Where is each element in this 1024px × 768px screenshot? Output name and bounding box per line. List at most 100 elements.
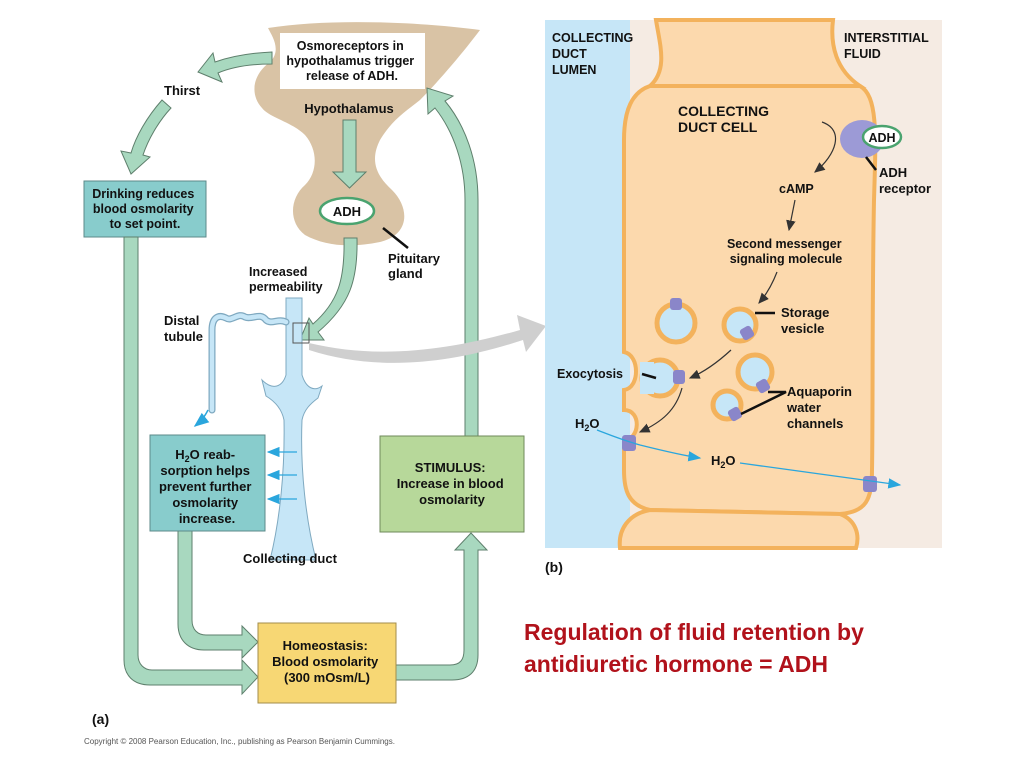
interstitial-label-2: FLUID [844,47,881,61]
homeostasis-text-2: Blood osmolarity [272,654,379,669]
arrow-adh-to-duct [299,237,358,341]
lumen-label-3: LUMEN [552,63,596,77]
homeostasis-text-1: Homeostasis: [283,638,368,653]
exocytosis-label: Exocytosis [557,367,623,381]
increased-permeability-2: permeability [249,280,323,294]
reabsorption-line-3: prevent further [159,479,251,494]
zoom-arrow [309,315,546,363]
thirst-label: Thirst [164,83,201,98]
distal-tubule-label-1: Distal [164,313,199,328]
svg-text:Homeostasis: Blood osmolar: Homeostasis: Blood osmolarity (300 mOsm/… [272,638,382,685]
lumen-label-1: COLLECTING [552,31,633,45]
stimulus-text-2: Increase in blood [397,476,504,491]
copyright: Copyright © 2008 Pearson Education, Inc.… [84,737,395,746]
stimulus-text-1: STIMULUS: [415,460,486,475]
panel-a-label: (a) [92,711,109,727]
svg-text:Drinking reduces blood osm: Drinking reduces blood osmolarity to set… [92,187,198,231]
aquaporin-label-3: channels [787,416,843,431]
arrow-reabsorption-to-homeostasis [177,530,259,660]
lumen-region [545,20,630,548]
collecting-duct [261,297,323,561]
adh-label-a: ADH [333,204,361,219]
zoom-region-marker [292,322,310,344]
svg-text:Distal tubule: Distal tubule [164,313,203,344]
upper-cell [644,18,867,88]
reabsorption-line-2: sorption helps [160,463,250,478]
h2o-suffix: O reab- [190,447,236,462]
pituitary-label-2: gland [388,266,423,281]
osmoreceptor-text-1: Osmoreceptors in [297,39,404,53]
second-messenger-1: Second messenger [727,237,842,251]
panel-b-label: (b) [545,559,563,575]
drinking-text-2: blood osmolarity [93,202,194,216]
collecting-duct-label: Collecting duct [243,551,338,566]
adh-oval [318,196,376,226]
pituitary-pointer [382,227,409,249]
arrow-homeostasis-to-stimulus [394,532,489,681]
svg-text:Increased permeability: Increased permeability [249,265,323,294]
reabsorption-line-4: osmolarity [172,495,239,510]
tubule-outflow-arrow [193,409,210,427]
membrane-aquaporin-apical [622,435,636,451]
svg-text:COLLECTING DUCT LUMEN: COLLECTING DUCT LUMEN [552,31,637,77]
reabsorption-text: H2O reab- sorption helps prevent further… [159,447,255,526]
aquaporin-label-1: Aquaporin [787,384,852,399]
adh-molecule [861,124,903,150]
osmoreceptor-box [280,33,425,89]
svg-text:STIMULUS: Increase in bloo: STIMULUS: Increase in blood osmolarity [397,460,508,507]
exocytosis-pointer [641,372,657,380]
arrow-hypothalamus-to-pituitary [331,119,368,189]
stimulus-box [379,435,525,533]
svg-text:Pituitary gland: Pituitary gland [388,251,444,281]
svg-text:Aquaporin water channe: Aquaporin water channels [786,384,856,431]
adh-receptor-label-2: receptor [879,181,931,196]
vesicle-1 [654,298,698,345]
vesicle-3 [735,352,775,394]
adh-label-b: ADH [868,131,895,145]
water-path-1 [596,429,702,462]
drinking-text-1: Drinking reduces [92,187,194,201]
reabsorption-line-5: increase. [179,511,235,526]
osmoreceptor-text-3: release of ADH. [306,69,398,83]
arrow-messenger-to-vesicle [758,271,778,304]
osmoreceptor-text-2: hypothalamus trigger [286,54,414,68]
membrane-aquaporin-basal [863,476,877,492]
slide-title-line-1: Regulation of fluid retention by [524,619,864,645]
h2o-sub: 2 [185,454,190,464]
arrow-vesicle-to-exocytosis [688,349,732,379]
drinking-box [83,180,207,238]
homeostasis-text-3: (300 mOsm/L) [284,670,370,685]
lower-cell [617,507,860,550]
distal-tubule-inner [209,313,289,413]
svg-text:Second messenger signaling: Second messenger signaling molecule [727,237,845,266]
receptor-pointer [865,156,877,171]
svg-text:Osmoreceptors in hypothal: Osmoreceptors in hypothalamus trigger re… [286,39,417,83]
storage-vesicle [721,306,759,344]
cell-label-2: DUCT CELL [678,119,758,135]
h2o-h: H [175,447,184,462]
increased-permeability-1: Increased [249,265,307,279]
lumen-label-2: DUCT [552,47,587,61]
camp-label: cAMP [779,182,814,196]
arrow-drinking-to-homeostasis [123,236,259,696]
storage-vesicle-label-2: vesicle [781,321,824,336]
arrow-to-thirst [197,51,273,83]
drinking-text-3: to set point. [110,217,181,231]
second-messenger-2: signaling molecule [730,252,843,266]
arrow-thirst-to-drinking [120,99,172,175]
water-path-2 [739,462,902,489]
pituitary-label-1: Pituitary [388,251,441,266]
arrow-exocytosis-to-membrane [638,387,683,433]
svg-text:ADH receptor: ADH receptor [879,165,931,196]
storage-vesicle-label-1: Storage [781,305,829,320]
h2o-left-label: H2O [575,416,600,433]
exocytosis-vesicle [639,357,685,399]
slide-title-line-2: antidiuretic hormone = ADH [524,651,828,677]
interstitial-label-1: INTERSTITIAL [844,31,929,45]
aquaporin-pointer [740,390,787,416]
arrow-receptor-to-camp [814,121,837,173]
svg-text:INTERSTITIAL FLUID: INTERSTITIAL FLUID [844,31,932,61]
svg-text:COLLECTING DUCT CELL: COLLECTING DUCT CELL [678,103,773,135]
cell-label-1: COLLECTING [678,103,769,119]
svg-text:Storage vesicle: Storage vesicle [781,305,833,336]
